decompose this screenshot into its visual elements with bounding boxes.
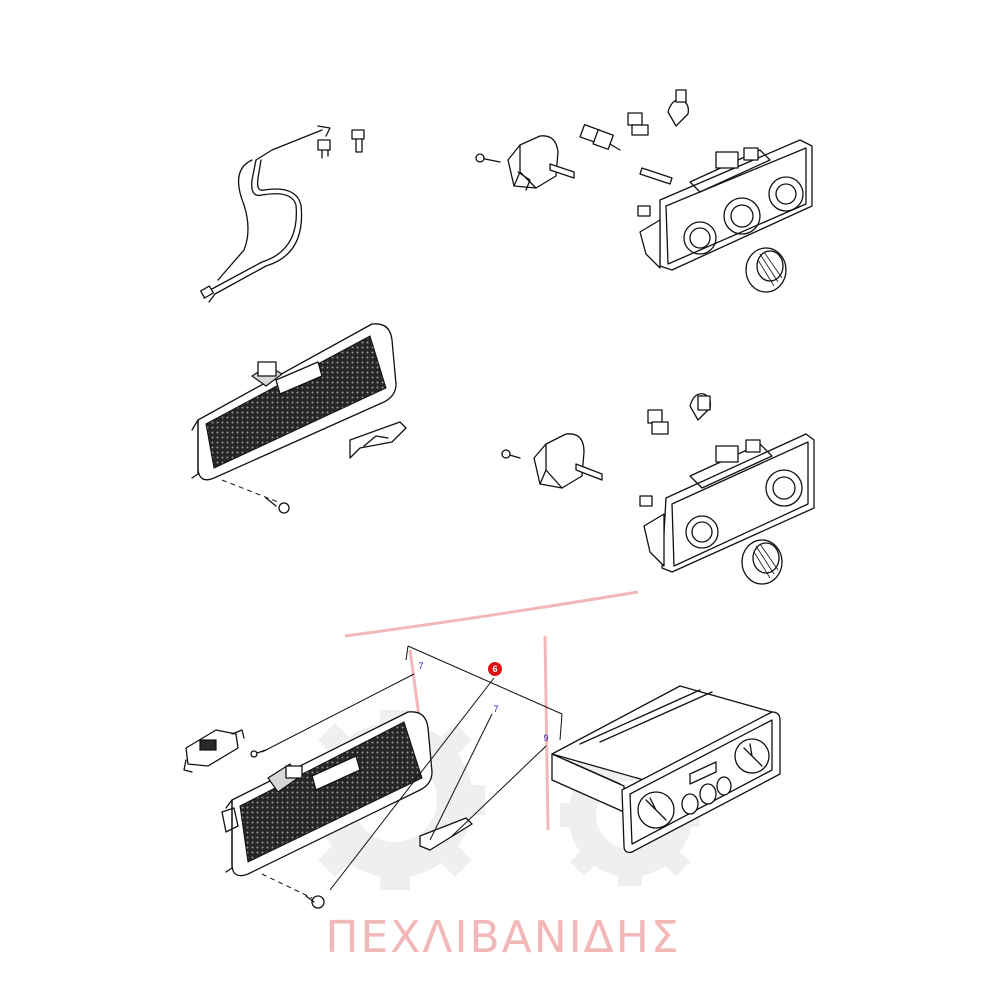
callout-6-label: 6 — [492, 664, 497, 674]
label-1 — [349, 421, 407, 459]
screw-panel-1 — [475, 153, 501, 163]
rotary-switch-2 — [689, 393, 712, 421]
grille-panel-2 — [221, 711, 433, 877]
blower-switch-2 — [533, 433, 603, 489]
control-cable — [200, 125, 331, 303]
callout-leaders — [261, 645, 563, 891]
knob-2 — [741, 539, 783, 585]
climate-control-unit — [551, 685, 781, 854]
bulb-1 — [639, 167, 673, 185]
label-2 — [419, 817, 473, 851]
callout-7-top-label: 7 — [418, 661, 423, 671]
callout-6-selected[interactable]: 6 — [488, 662, 502, 676]
connector-2 — [647, 409, 669, 435]
callout-6-marker — [488, 662, 502, 676]
connector-1 — [627, 112, 649, 136]
screw-grille-2 — [261, 873, 325, 909]
callout-9-label: 9 — [543, 733, 548, 743]
grille-panel-1 — [191, 323, 397, 481]
cable-clip — [317, 139, 331, 159]
blower-switch-1 — [507, 135, 575, 191]
screw-grille-1 — [221, 479, 290, 514]
callout-9[interactable]: 9 — [543, 733, 548, 743]
control-panel-2 — [639, 433, 815, 573]
screw-top — [351, 129, 365, 153]
control-panel-1 — [637, 139, 813, 271]
callout-7-mid-label: 7 — [493, 704, 498, 714]
rotary-switch-1 — [667, 89, 690, 127]
small-switch-1 — [579, 123, 621, 151]
callout-7-top[interactable]: 7 — [418, 661, 423, 671]
screw-panel-2 — [501, 449, 521, 459]
knob-1 — [745, 247, 787, 293]
callout-7-mid[interactable]: 7 — [493, 704, 498, 714]
latch-mechanism — [183, 729, 245, 773]
watermark-text: ΠΕΧΛΙΒΑΝΙΔΗΣ — [325, 912, 680, 963]
